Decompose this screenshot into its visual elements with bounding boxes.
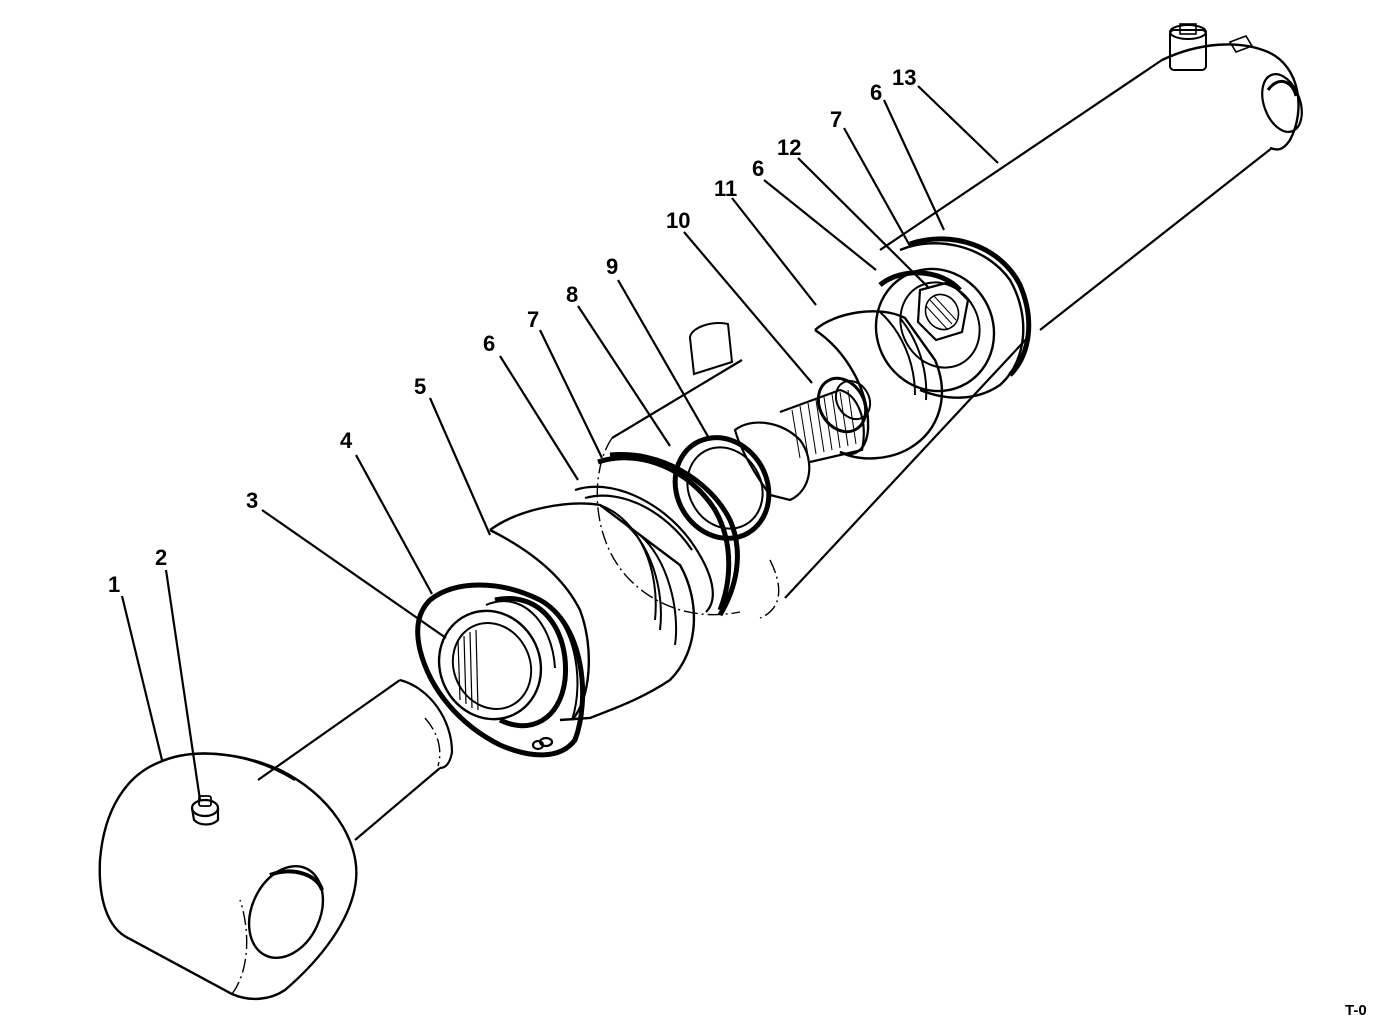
callout-6: 6 [483, 331, 495, 356]
callout-5: 5 [414, 374, 426, 399]
piston-nut-and-seals [874, 236, 1032, 399]
leader-lines [120, 85, 999, 801]
callout-labels: 1 2 3 4 5 6 7 8 9 10 11 6 12 7 6 13 [108, 65, 916, 597]
callout-12: 12 [777, 135, 801, 160]
callout-1: 1 [108, 572, 120, 597]
callout-9: 9 [606, 254, 618, 279]
piston-seals-group-left [574, 435, 772, 617]
callout-7: 7 [830, 107, 842, 132]
callout-6: 6 [870, 80, 882, 105]
callout-7: 7 [527, 307, 539, 332]
callout-13: 13 [892, 65, 916, 90]
cylinder-gland [485, 502, 696, 729]
callout-6: 6 [752, 156, 764, 181]
callout-11: 11 [714, 176, 737, 201]
piston-rod-threaded-end [733, 388, 865, 502]
callout-2: 2 [155, 545, 167, 570]
callout-4: 4 [340, 428, 353, 453]
grease-fitting [190, 795, 220, 826]
figure-code: T-0 [1345, 1002, 1367, 1019]
callout-3: 3 [246, 488, 258, 513]
piston-rod [257, 678, 454, 841]
callout-10: 10 [666, 208, 690, 233]
callout-8: 8 [566, 282, 578, 307]
wiper-seal [437, 609, 543, 721]
snap-ring [415, 582, 586, 758]
rod-end-clevis [98, 752, 358, 1001]
cylinder-barrel [596, 23, 1303, 619]
